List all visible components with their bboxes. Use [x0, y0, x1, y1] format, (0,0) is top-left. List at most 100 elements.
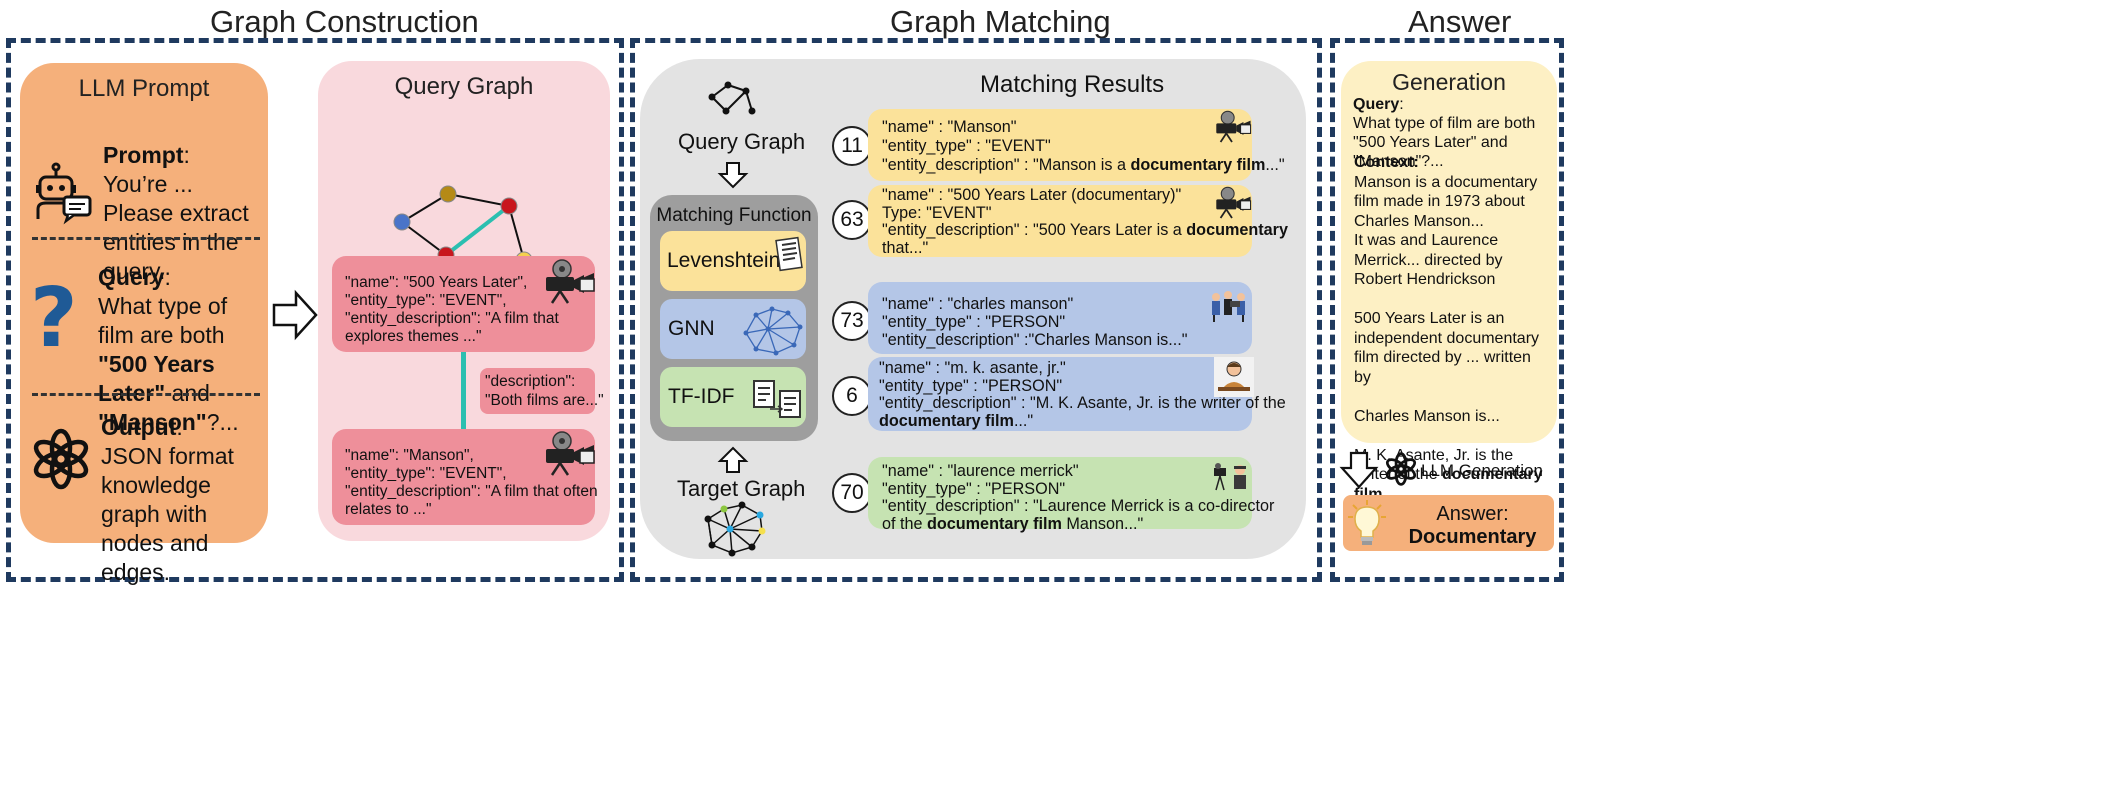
- arrow-down-icon: [1339, 451, 1379, 489]
- context-text: 500 Years Later is an independent docume…: [1354, 310, 1540, 386]
- result-line: "entity_description" :"Charles Manson is…: [882, 331, 1188, 349]
- network-icon: [743, 306, 803, 356]
- result-card-manson: "name" : "Manson" "entity_type" : "EVENT…: [868, 109, 1285, 181]
- result-line: "name" : "m. k. asante, jr.": [879, 359, 1066, 377]
- robot-icon: [36, 162, 92, 225]
- function-label: GNN: [668, 317, 715, 340]
- matching-frame: [630, 38, 1322, 582]
- prompt-separator-1: [32, 237, 260, 240]
- function-levenshtein: Levenshtein: [660, 231, 806, 291]
- query-label: Query: [98, 264, 165, 290]
- prompt-label: Prompt: [103, 142, 184, 168]
- desc-bold: documentary: [1186, 221, 1288, 239]
- result-line: "name" : "500 Years Later (documentary)": [882, 186, 1182, 204]
- result-card-merrick: "name" : "laurence merrick" "entity_type…: [868, 457, 1275, 532]
- section-title-construction: Graph Construction: [210, 4, 479, 39]
- query-node-card-1: "name": "500 Years Later", "entity_type"…: [332, 256, 595, 352]
- answer-value: Documentary: [1408, 526, 1537, 548]
- answer-label: Answer:: [1436, 503, 1509, 525]
- node2-line: "entity_description": "A film that often: [345, 483, 598, 500]
- query-edge-line: [461, 352, 466, 488]
- result-desc: documentary film...": [879, 411, 1252, 431]
- prompt-text: You’re ... Please extract entities in th…: [103, 171, 249, 284]
- query-edge-card: "description": "Both films are...": [480, 368, 604, 414]
- context-label: Context:: [1354, 154, 1419, 171]
- film-crew-icon: [1212, 291, 1245, 322]
- result-card-charles-manson: "name" : "charles manson" "entity_type" …: [868, 282, 1252, 354]
- node1-line: explores themes ...": [345, 328, 482, 345]
- prompt-separator-2: [32, 393, 260, 396]
- edge-line: "Both films are...": [485, 392, 604, 409]
- function-label: Levenshtein: [667, 249, 781, 272]
- node1-line: "name": "500 Years Later",: [345, 274, 528, 291]
- rank-badge: 6: [832, 376, 872, 416]
- query-node-card-2: "name": "Manson", "entity_type": "EVENT"…: [332, 429, 598, 525]
- construction-frame: [6, 38, 624, 582]
- result-line: "name" : "Manson": [882, 118, 1017, 136]
- llm-prompt-title: LLM Prompt: [78, 75, 210, 102]
- result-line: "name" : "charles manson": [882, 295, 1074, 313]
- context-text: It was and Laurence Merrick... directed …: [1354, 232, 1503, 288]
- director-icon: [1214, 463, 1246, 491]
- film-camera-icon: [546, 259, 595, 304]
- prompt-block: Prompt: You’re ... Please extract entiti…: [103, 142, 249, 284]
- result-card-500-years-later: "name" : "500 Years Later (documentary)"…: [868, 185, 1288, 257]
- generation-query-text: What type of film are both "500 Years La…: [1353, 115, 1536, 170]
- function-gnn: GNN: [660, 299, 806, 359]
- target-graph-icon: [704, 501, 766, 557]
- desc-text: ...": [1013, 411, 1034, 430]
- arrow-up-icon: [717, 446, 749, 473]
- film-camera-icon: [546, 431, 595, 476]
- question-mark-icon: ?: [30, 271, 78, 366]
- desc-text: "entity_description" : "500 Years Later …: [882, 221, 1187, 239]
- matching-panel: Matching Results Query Graph Matching Fu…: [640, 59, 1306, 559]
- document-icon: [775, 236, 803, 272]
- output-block: Output: JSON format knowledge graph with…: [101, 414, 234, 585]
- rank-badge: 73: [832, 301, 872, 341]
- desc-text: of the: [882, 514, 927, 533]
- query-graph-icon: [708, 81, 756, 115]
- desc-text: that...": [882, 238, 929, 257]
- generation-query-label: Query: [1353, 96, 1400, 113]
- result-desc: of the documentary film Manson...": [882, 514, 1252, 534]
- rank-badge: 63: [832, 200, 872, 240]
- desc-text: "entity_description" : "Laurence Merrick…: [882, 497, 1275, 515]
- desc-bold: documentary film: [879, 411, 1014, 430]
- query-pre: What type of film are both: [98, 293, 228, 348]
- answer-frame: [1330, 38, 1564, 582]
- lightbulb-icon: [1348, 500, 1386, 545]
- compare-documents-icon: [753, 380, 801, 418]
- matching-results-title: Matching Results: [980, 71, 1165, 98]
- output-text: JSON format knowledge graph with nodes a…: [101, 443, 234, 585]
- output-label: Output: [101, 414, 177, 440]
- film-camera-icon: [1216, 186, 1252, 219]
- desc-text: ...": [1265, 156, 1285, 174]
- result-line: Type: "EVENT": [882, 203, 992, 222]
- section-title-matching: Graph Matching: [890, 4, 1111, 39]
- generation-query: Query: What type of film are both "500 Y…: [1353, 96, 1536, 170]
- edge-line: "description":: [485, 373, 576, 390]
- query-bold-2: "Manson": [98, 409, 207, 435]
- result-line: "entity_type" : "PERSON": [879, 376, 1063, 395]
- desc-text: Manson...": [1061, 514, 1144, 533]
- arrow-down-icon: [717, 162, 749, 189]
- result-desc: "entity_description" : "Manson is a docu…: [882, 156, 1285, 175]
- rank-badge: 11: [832, 126, 872, 166]
- result-line: "entity_type" : "PERSON": [882, 313, 1066, 331]
- llm-prompt-panel: LLM Prompt Prompt: You’re ... Please ext…: [20, 63, 268, 585]
- matching-function-box: Matching Function Levenshtein GNN: [650, 195, 818, 441]
- target-graph-label: Target Graph: [677, 476, 806, 501]
- matching-function-title: Matching Function: [656, 205, 812, 226]
- result-card-asante: "name" : "m. k. asante, jr." "entity_typ…: [868, 357, 1286, 431]
- context-text: Manson is a documentary film made in 197…: [1354, 173, 1538, 230]
- desc-bold: documentary film: [927, 514, 1062, 533]
- arrow-right-icon: [272, 289, 318, 341]
- openai-logo-icon: [1385, 452, 1417, 486]
- generation-title: Generation: [1392, 69, 1506, 95]
- desc-text: "entity_description" : "Manson is a: [882, 156, 1131, 174]
- result-desc: "entity_description" : "500 Years Later …: [882, 221, 1288, 240]
- film-camera-icon: [1216, 110, 1252, 143]
- section-title-answer: Answer: [1408, 4, 1512, 39]
- result-line: "name" : "laurence merrick": [882, 462, 1079, 480]
- desc-text: "entity_description" : "M. K. Asante, Jr…: [879, 394, 1286, 412]
